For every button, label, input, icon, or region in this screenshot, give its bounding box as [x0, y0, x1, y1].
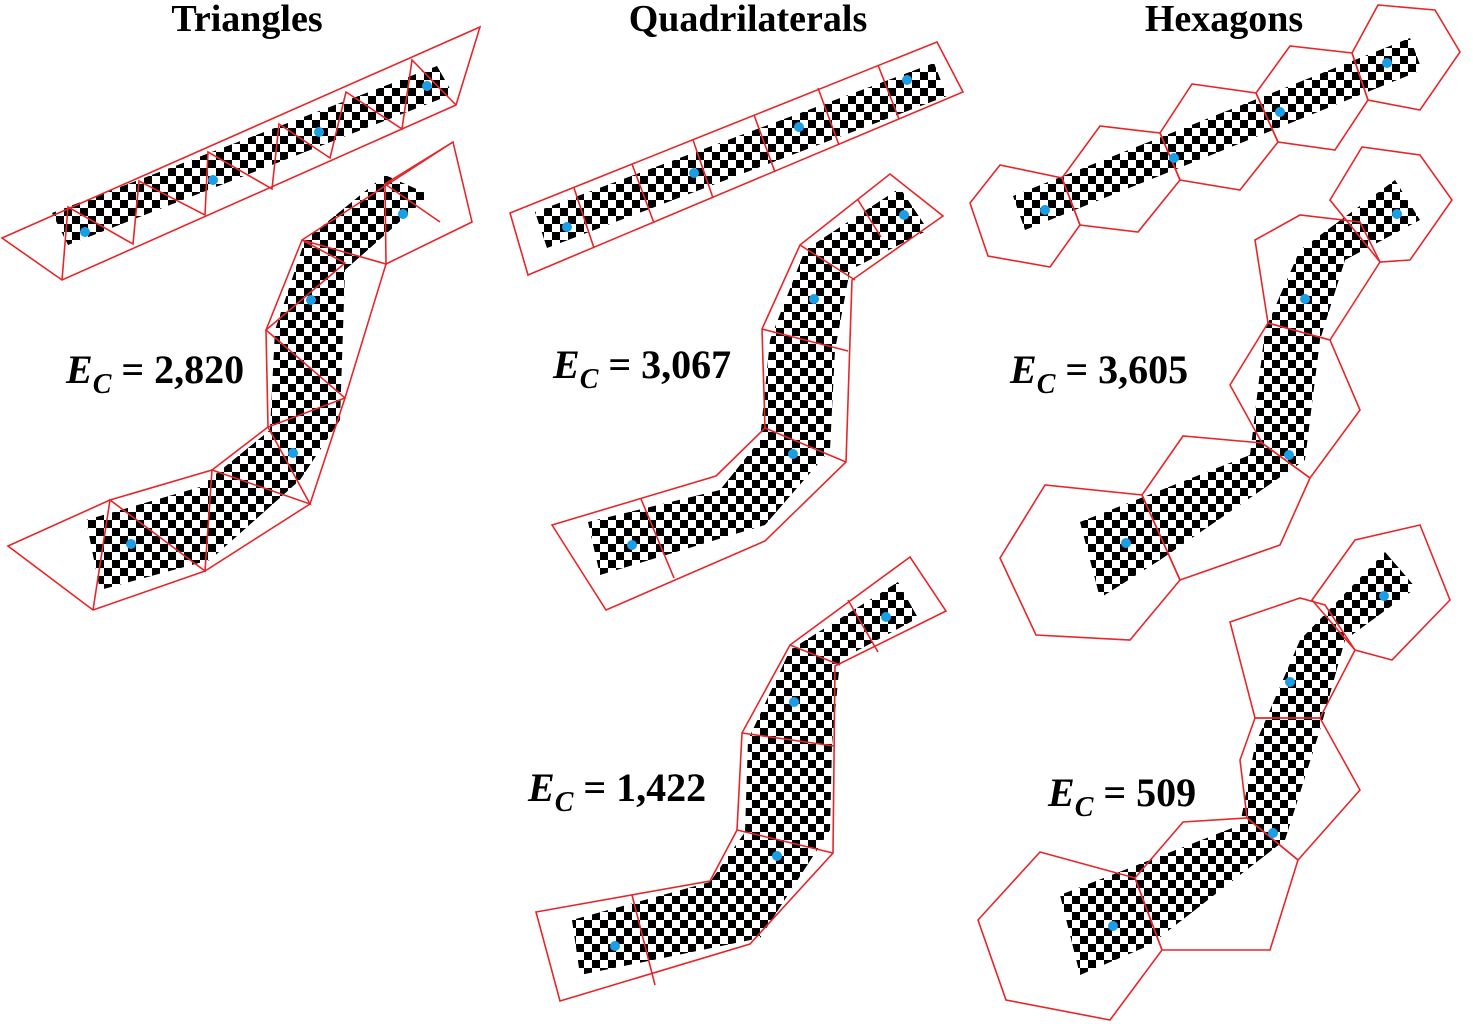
- energy-value: 3,067: [641, 342, 731, 387]
- energy-value: 3,605: [1098, 347, 1188, 392]
- site-marker: [1392, 209, 1402, 219]
- quad-edges: [631, 599, 879, 986]
- energy-symbol: E: [527, 765, 555, 810]
- energy-label-quad-bent-opt: EC = 1,422: [527, 765, 706, 818]
- energy-subscript: C: [1037, 369, 1056, 400]
- site-marker: [902, 75, 912, 85]
- triangles-bent-mesh: [6, 140, 473, 611]
- checker-strip: [588, 188, 928, 575]
- site-marker: [789, 697, 799, 707]
- site-marker: [788, 449, 798, 459]
- column-title-triangles: Triangles: [171, 0, 322, 40]
- energy-symbol: E: [1009, 347, 1037, 392]
- triangle-edges: [92, 141, 454, 611]
- hexagons-bent-mesh-1: [999, 146, 1453, 641]
- checker-strip: [86, 175, 430, 590]
- quad-edges: [640, 199, 882, 579]
- checker-strip: [572, 582, 918, 975]
- energy-value: 2,820: [154, 347, 244, 392]
- quadrilaterals-straight-mesh: [509, 40, 965, 277]
- site-marker: [562, 222, 572, 232]
- energy-subscript: C: [580, 364, 599, 395]
- energy-subscript: C: [93, 369, 112, 400]
- energy-label-hex-bent: EC = 3,605: [1009, 347, 1188, 400]
- triangles-straight-mesh: [0, 25, 482, 281]
- site-marker: [627, 540, 637, 550]
- quad-cell-outline: [535, 555, 948, 1003]
- hexagon-cells: [999, 146, 1453, 641]
- site-marker: [1284, 450, 1294, 460]
- site-marker: [1268, 828, 1278, 838]
- hexagon-cells: [977, 524, 1451, 1021]
- site-marker: [899, 210, 909, 220]
- site-marker: [1275, 107, 1285, 117]
- hexagons-bent-mesh-2: [977, 524, 1451, 1021]
- site-marker: [689, 168, 699, 178]
- site-marker: [1300, 294, 1310, 304]
- triangle-cell-outline: [6, 140, 473, 611]
- site-marker: [610, 941, 620, 951]
- site-marker: [80, 227, 90, 237]
- quad-edges: [573, 64, 900, 249]
- quad-cell-outline: [509, 40, 965, 277]
- site-marker: [881, 612, 891, 622]
- energy-subscript: C: [555, 787, 574, 818]
- checker-strip: [52, 66, 453, 245]
- checker-strip: [1060, 552, 1416, 975]
- energy-symbol: E: [552, 342, 580, 387]
- quadrilaterals-bent-mesh-1: [550, 172, 945, 612]
- energy-label-hex-bent-opt: EC = 509: [1047, 770, 1196, 823]
- energy-value: 1,422: [616, 765, 706, 810]
- site-marker: [772, 851, 782, 861]
- energy-value: 509: [1136, 770, 1196, 815]
- site-marker: [1169, 153, 1179, 163]
- checker-strip: [1080, 180, 1420, 598]
- site-marker: [809, 294, 819, 304]
- site-marker: [306, 295, 316, 305]
- site-marker: [1379, 591, 1389, 601]
- quad-cell-outline: [550, 172, 945, 612]
- site-marker: [1382, 58, 1392, 68]
- hexagons-straight-mesh: [969, 4, 1461, 268]
- site-marker: [126, 539, 136, 549]
- site-marker: [398, 209, 408, 219]
- triangle-edges: [61, 58, 457, 281]
- column-title-hexagons: Hexagons: [1145, 0, 1303, 40]
- site-marker: [208, 175, 218, 185]
- site-marker: [1108, 921, 1118, 931]
- energy-label-quad-bent: EC = 3,067: [552, 342, 731, 395]
- site-marker: [422, 81, 432, 91]
- checker-strip: [1013, 38, 1422, 230]
- site-marker: [288, 448, 298, 458]
- energy-symbol: E: [1047, 770, 1075, 815]
- column-title-quadrilaterals: Quadrilaterals: [629, 0, 868, 40]
- site-marker: [1285, 677, 1295, 687]
- site-marker: [314, 127, 324, 137]
- energy-label-tri-bent: EC = 2,820: [65, 347, 244, 400]
- hexagon-cells: [969, 4, 1461, 268]
- site-marker: [794, 122, 804, 132]
- energy-symbol: E: [65, 347, 93, 392]
- site-marker: [1121, 538, 1131, 548]
- energy-subscript: C: [1075, 792, 1094, 823]
- site-marker: [1040, 205, 1050, 215]
- quadrilaterals-bent-mesh-2: [535, 555, 948, 1003]
- checker-strip: [535, 63, 947, 248]
